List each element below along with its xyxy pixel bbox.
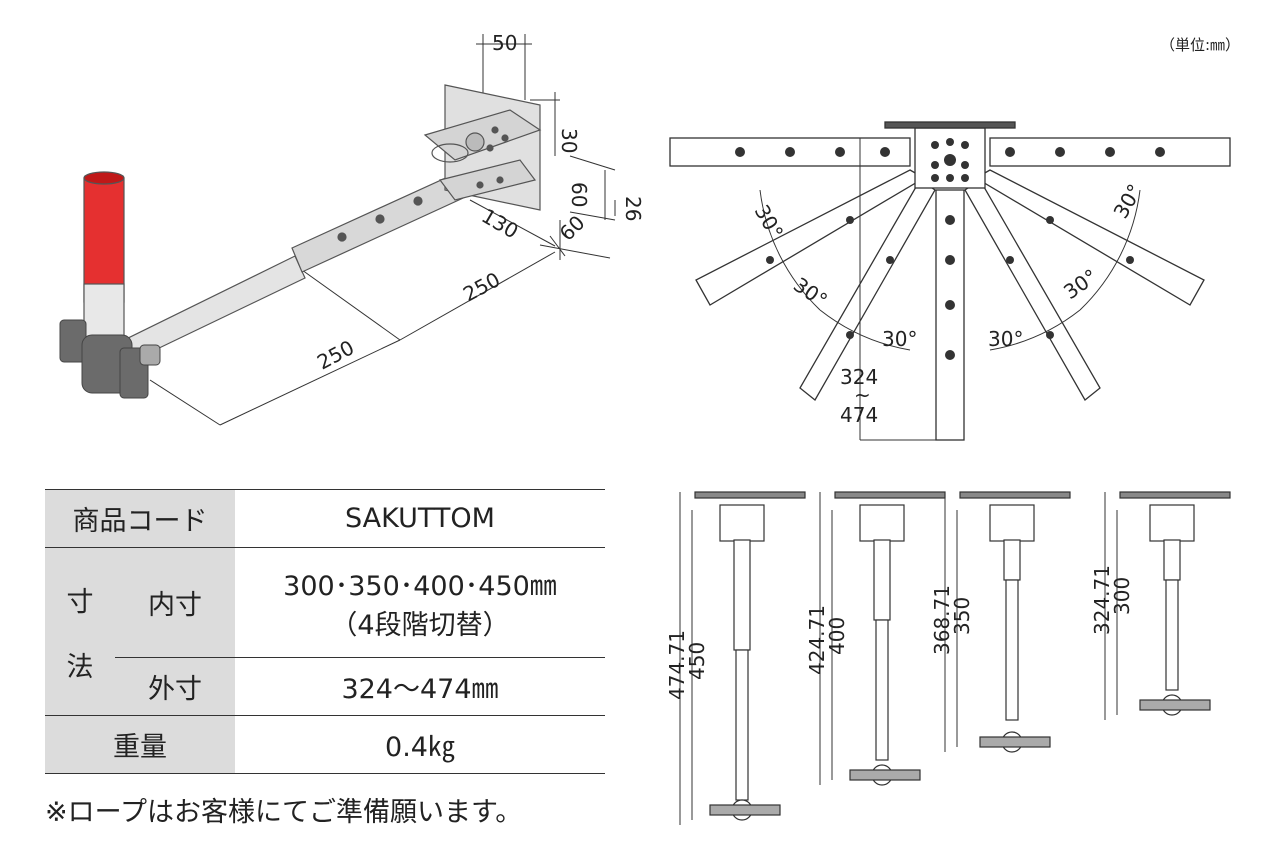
weight-value: 0.4㎏ <box>235 715 605 774</box>
outer-value: 324～474㎜ <box>235 657 605 716</box>
inner-label: 内寸 <box>115 547 235 658</box>
angle-right-1: 30° <box>1109 180 1148 223</box>
dim-60-a: 60 <box>567 182 591 207</box>
size-label-2: 法 <box>66 651 94 683</box>
angle-right-3: 30° <box>988 327 1023 351</box>
inner-value: 300･350･400･450㎜ （4段階切替） <box>235 547 605 658</box>
view4-inner: 300 <box>1110 577 1134 615</box>
spec-table: 商品コード SAKUTTOM 寸 法 内寸 300･350･400･450㎜ （… <box>45 489 605 774</box>
inner-value-2: （4段階切替） <box>330 609 510 641</box>
angle-right-2: 30° <box>1059 264 1102 304</box>
rope-note: ※ロープはお客様にてご準備願います。 <box>45 797 523 828</box>
dim-50: 50 <box>492 31 517 55</box>
view4-outer: 324.71 <box>1090 565 1114 635</box>
length-tilde: ~ <box>854 383 871 407</box>
view1-inner: 450 <box>685 642 709 680</box>
view2-inner: 400 <box>825 617 849 655</box>
length-max: 474 <box>840 403 878 427</box>
weight-label: 重量 <box>45 715 235 774</box>
outer-label: 外寸 <box>115 657 235 716</box>
view3-inner: 350 <box>950 597 974 635</box>
inner-value-1: 300･350･400･450㎜ <box>283 570 557 602</box>
view2-outer: 424.71 <box>805 605 829 675</box>
dim-130: 130 <box>478 204 523 244</box>
dim-30: 30 <box>557 128 581 153</box>
size-label: 寸 法 <box>45 547 115 716</box>
side-views-diagram: 474.71 450 424.71 400 368.71 350 324.71 … <box>665 491 1231 825</box>
angle-left-2: 30° <box>789 272 832 312</box>
plan-view-diagram: 30° 30° 30° 30° 30° 30° 324 ~ 474 <box>669 121 1231 441</box>
code-label: 商品コード <box>45 489 235 548</box>
perspective-illustration: 50 30 60 26 60 130 250 250 <box>59 31 645 426</box>
dim-250-b: 250 <box>313 335 358 374</box>
view1-outer: 474.71 <box>665 630 689 700</box>
length-min: 324 <box>840 365 878 389</box>
code-value: SAKUTTOM <box>235 489 605 548</box>
angle-left-3: 30° <box>882 327 917 351</box>
size-label-1: 寸 <box>66 586 94 618</box>
dim-250-a: 250 <box>459 267 504 306</box>
dim-26: 26 <box>621 196 645 221</box>
unit-note: （単位:㎜） <box>1160 36 1241 54</box>
view3-outer: 368.71 <box>930 585 954 655</box>
